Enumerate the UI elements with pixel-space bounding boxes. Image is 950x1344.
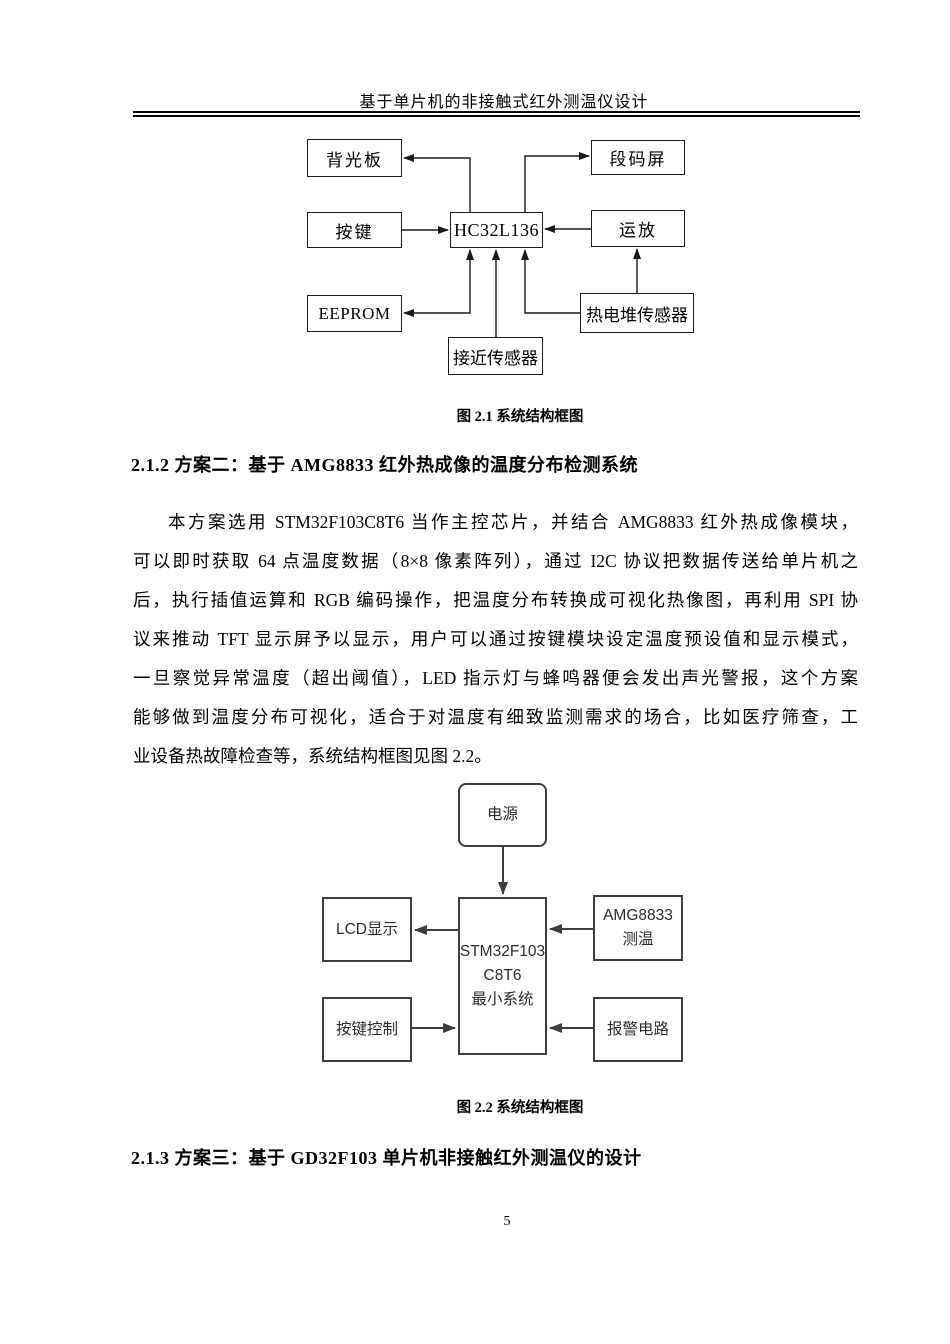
arrow-mcu-to-backlight (403, 154, 471, 212)
figure-2-1-connectors (402, 152, 641, 337)
header-rule (133, 111, 860, 117)
figure-2-2-diagram: 电源 STM32F103 C8T6 最小系统 LCD显示 AMG8833 测温 … (300, 775, 700, 1075)
section-heading-2-1-2: 2.1.2 方案二：基于 AMG8833 红外热成像的温度分布检测系统 (131, 455, 638, 475)
figure-2-2-connectors (412, 847, 593, 1033)
arrow-mcu-eeprom-bidirectional (403, 249, 474, 317)
paragraph-line: 能够做到温度分布可视化，适合于对温度有细致监测需求的场合，比如医疗筛查，工 (133, 707, 858, 727)
box-eeprom: EEPROM (307, 295, 402, 332)
box-amg8833-sensor: AMG8833 测温 (593, 895, 683, 961)
box-segment-display: 段码屏 (591, 140, 685, 175)
paragraph-line: 一旦察觉异常温度（超出阈值），LED 指示灯与蜂鸣器便会发出声光警报，这个方案 (133, 668, 858, 688)
box-opamp: 运放 (591, 210, 685, 247)
section-heading-2-1-3: 2.1.3 方案三：基于 GD32F103 单片机非接触红外测温仪的设计 (131, 1148, 642, 1168)
arrow-thermopile-to-mcu (521, 249, 580, 314)
box-mcu-stm32f103: STM32F103 C8T6 最小系统 (458, 897, 547, 1055)
box-backlight: 背光板 (307, 139, 402, 177)
paragraph-line: 议来推动 TFT 显示屏予以显示，用户可以通过按键模块设定温度预设值和显示模式， (133, 629, 858, 649)
paragraph-line: 本方案选用 STM32F103C8T6 当作主控芯片，并结合 AMG8833 红… (168, 512, 858, 532)
figure-2-1-diagram: 背光板 段码屏 按键 HC32L136 运放 EEPROM 热电堆传感器 接近传… (280, 130, 710, 380)
paragraph-line: 后，执行插值运算和 RGB 编码操作，把温度分布转换成可视化热像图，再利用 SP… (133, 590, 858, 610)
figure-2-2-caption: 图 2.2 系统结构框图 (456, 1100, 584, 1116)
box-proximity-sensor: 接近传感器 (448, 337, 543, 375)
page-number: 5 (503, 1214, 511, 1229)
paragraph-line: 业设备热故障检查等，系统结构框图见图 2.2。 (133, 746, 492, 766)
figure-2-1-caption: 图 2.1 系统结构框图 (456, 409, 584, 425)
box-keypad: 按键 (307, 212, 402, 248)
box-power-supply: 电源 (458, 783, 547, 847)
box-thermopile-sensor: 热电堆传感器 (580, 293, 694, 333)
page-header-title: 基于单片机的非接触式红外测温仪设计 (359, 94, 649, 111)
box-key-control: 按键控制 (322, 997, 412, 1062)
paragraph-line: 可以即时获取 64 点温度数据（8×8 像素阵列），通过 I2C 协议把数据传送… (133, 551, 858, 571)
box-alarm-circuit: 报警电路 (593, 997, 683, 1062)
box-mcu-hc32l136: HC32L136 (450, 212, 543, 248)
box-lcd-display: LCD显示 (322, 897, 412, 962)
arrow-mcu-to-segment-display (524, 152, 590, 212)
section-2-1-2-paragraph: 本方案选用 STM32F103C8T6 当作主控芯片，并结合 AMG8833 红… (133, 503, 858, 776)
